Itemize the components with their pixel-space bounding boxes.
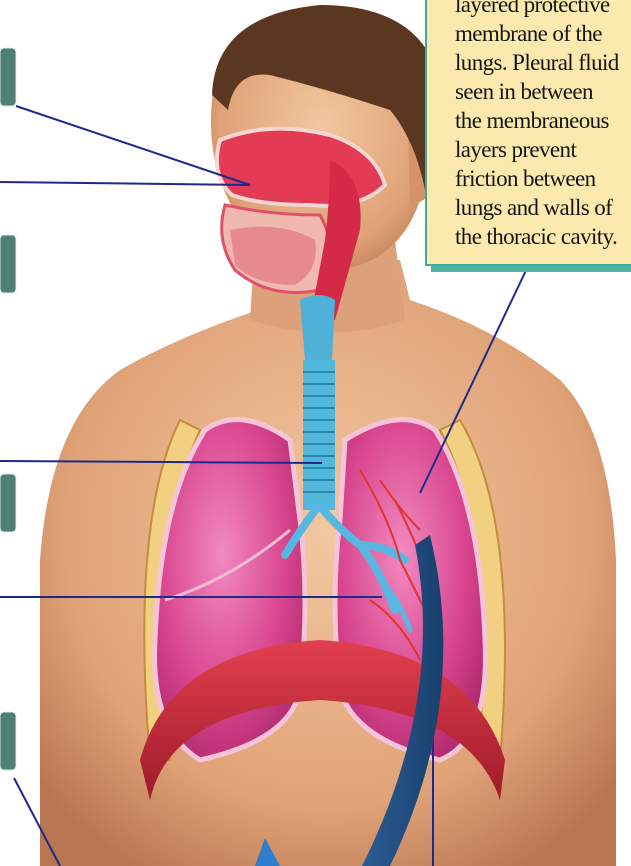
- callout-line: the thoracic cavity.: [455, 222, 631, 251]
- pleura-callout-text: layered protective membrane of the lungs…: [455, 0, 631, 251]
- trachea: [303, 360, 335, 510]
- callout-line: layered protective: [455, 0, 631, 19]
- larynx: [300, 295, 335, 360]
- callout-line: layers prevent: [455, 135, 631, 164]
- callout-line: seen in between: [455, 77, 631, 106]
- label-tab-icon: [0, 48, 16, 770]
- callout-line: lungs. Pleural fluid: [455, 48, 631, 77]
- callout-line: lungs and walls of: [455, 193, 631, 222]
- callout-line: friction between: [455, 164, 631, 193]
- callout-line: membrane of the: [455, 19, 631, 48]
- callout-line: the membraneous: [455, 106, 631, 135]
